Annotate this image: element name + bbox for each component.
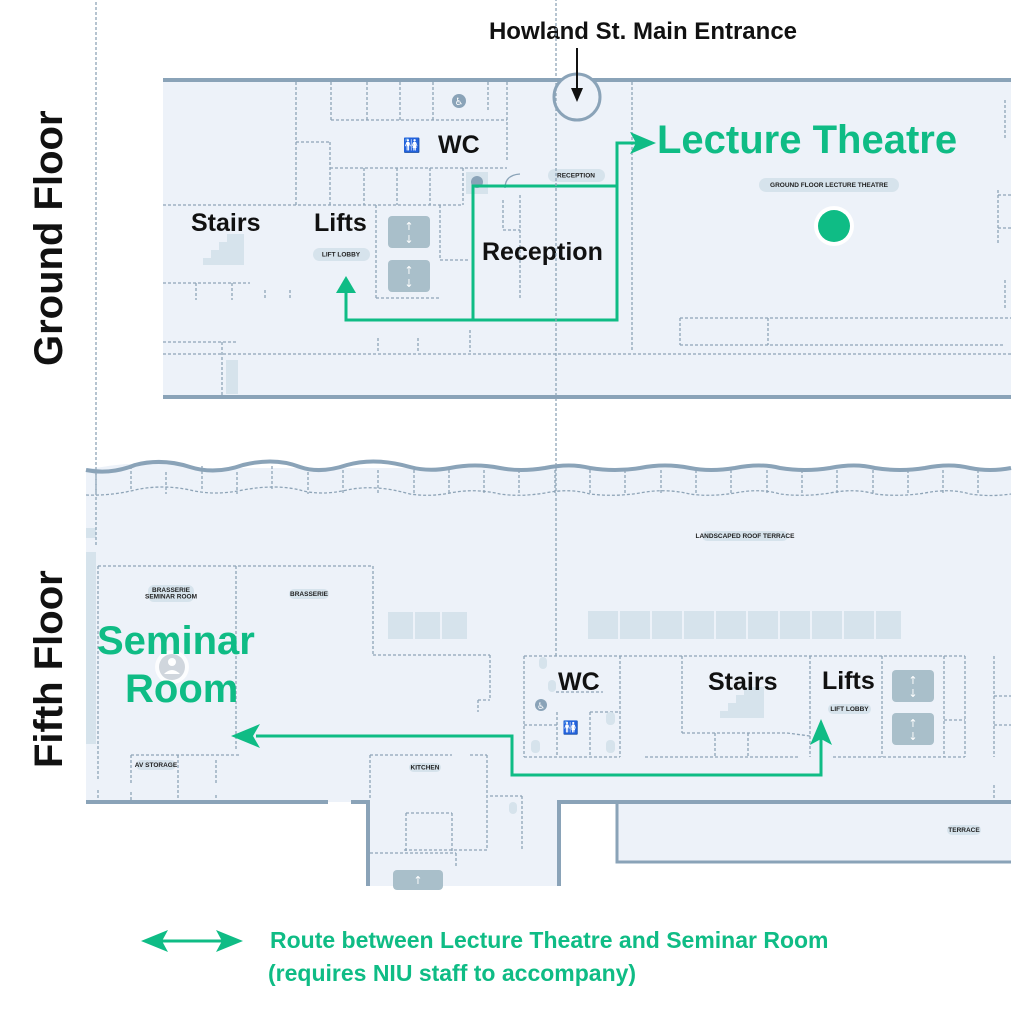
lift-lobby-label: LIFT LOBBY: [322, 252, 361, 259]
lecture-theatre-pill: GROUND FLOOR LECTURE THEATRE: [759, 178, 899, 192]
roof-terrace-dividers: [95, 466, 979, 494]
reception-label: Reception: [482, 238, 603, 266]
lecture-theatre-pill-label: GROUND FLOOR LECTURE THEATRE: [770, 182, 889, 189]
ground-floor-title: Ground Floor: [27, 110, 71, 366]
double-arrow-icon: [141, 930, 243, 952]
legend-route-note: (requires NIU staff to accompany): [268, 960, 636, 986]
ground-floor-route: [336, 132, 656, 322]
person-icon: [155, 650, 189, 684]
svg-text:↓: ↓: [404, 277, 413, 290]
fifth-wc-label: WC: [558, 668, 600, 696]
ground-floor-column: [226, 360, 238, 394]
av-storage-pill: AV STORAGE: [135, 760, 178, 770]
svg-text:↑: ↑: [413, 874, 422, 887]
ground-floor-interior-walls: [163, 82, 1011, 397]
terrace-pill: TERRACE: [947, 825, 981, 835]
roof-terrace-edge: [85, 486, 1012, 497]
brasserie-label: BRASSERIE: [290, 591, 329, 598]
svg-text:🚻: 🚻: [563, 720, 579, 736]
svg-text:↑: ↑: [404, 220, 413, 233]
toilet-fixtures: [509, 657, 615, 814]
route-arrow-seminar-room: [231, 724, 260, 748]
fifth-floor-south-wall-stair: [351, 800, 370, 886]
wheelchair-icon: ♿: [535, 699, 547, 712]
lift-lobby-pill: LIFT LOBBY: [828, 704, 871, 714]
legend-route-description: Route between Lecture Theatre and Semina…: [270, 927, 829, 953]
svg-text:♿: ♿: [537, 702, 545, 712]
stairs-label: Stairs: [191, 209, 260, 237]
wheelchair-icon: ♿: [452, 94, 466, 108]
svg-text:↑: ↑: [908, 717, 917, 730]
roof-terrace-pill: LANDSCAPED ROOF TERRACE: [696, 531, 796, 541]
fifth-floor-interior-walls: [95, 0, 1011, 868]
accessible-toilet-icon: [466, 172, 488, 194]
toilet-icon: 🚻: [563, 720, 579, 736]
ground-floor-plan: ♿ 🚻 ↑ ↓ ↑ ↓ LIFT LOBBY: [163, 72, 1011, 399]
stairs-icon: [720, 687, 764, 718]
svg-text:↓: ↓: [404, 233, 413, 246]
svg-text:↑: ↑: [908, 674, 917, 687]
svg-text:🚻: 🚻: [403, 137, 420, 154]
lift-icon: ↑ ↓ ↑ ↓ ↑: [393, 670, 934, 890]
fifth-floor-route: [231, 719, 832, 777]
terrace-wall: [615, 802, 1011, 864]
brasserie-seminar-label-2: SEMINAR ROOM: [145, 594, 197, 601]
stairs-icon: [203, 234, 244, 265]
entrance-arrow-icon: [571, 48, 583, 102]
kitchen-label: KITCHEN: [411, 765, 440, 772]
svg-text:↓: ↓: [908, 730, 917, 743]
lecture-theatre-label: Lecture Theatre: [657, 118, 957, 162]
terrace-label: TERRACE: [948, 827, 980, 834]
fifth-stairs-label: Stairs: [708, 668, 777, 696]
fifth-floor-south-wall-east: [557, 800, 1011, 886]
lifts-label: Lifts: [314, 209, 367, 237]
av-storage-label: AV STORAGE: [135, 762, 178, 769]
seminar-room-label-line1: Seminar: [97, 619, 255, 663]
route-arrow-lifts: [336, 276, 356, 293]
fifth-floor-plan: ♿ 🚻 ↑ ↓ ↑ ↓ ↑ LANDSC: [85, 0, 1012, 890]
kitchen-pill: KITCHEN: [409, 763, 441, 772]
fifth-lift-lobby-label: LIFT LOBBY: [830, 706, 869, 713]
reception-pill-label: RECEPTION: [557, 173, 595, 180]
svg-text:↓: ↓: [908, 687, 917, 700]
fifth-lifts-label: Lifts: [822, 667, 875, 695]
fifth-floor-title: Fifth Floor: [27, 570, 71, 768]
reception-pill: RECEPTION: [548, 169, 605, 182]
entrance-label: Howland St. Main Entrance: [489, 18, 797, 45]
svg-text:↑: ↑: [404, 264, 413, 277]
brasserie-seminar-pill: BRASSERIE SEMINAR ROOM: [145, 585, 197, 602]
route-arrow-fifth-lifts: [810, 719, 832, 745]
toilet-icon: 🚻: [403, 137, 420, 154]
lift-icon: ↑ ↓ ↑ ↓: [388, 216, 430, 292]
ground-floor-area: [163, 80, 1011, 398]
brasserie-pill: BRASSERIE: [289, 589, 329, 599]
fifth-floor-north-wall: [85, 459, 1012, 474]
brasserie-seminar-label-1: BRASSERIE: [152, 587, 191, 594]
wc-label: WC: [438, 131, 480, 159]
west-wall-tiles: [86, 528, 96, 744]
route-arrow-lecture-theatre: [630, 132, 656, 154]
destination-marker-icon[interactable]: [814, 206, 854, 246]
roof-terrace-label: LANDSCAPED ROOF TERRACE: [696, 533, 796, 540]
seminar-room-label-line2: Room: [125, 667, 238, 711]
lift-lobby-pill: LIFT LOBBY: [313, 248, 370, 261]
legend: Route between Lecture Theatre and Semina…: [141, 927, 829, 986]
svg-text:♿: ♿: [455, 97, 464, 108]
fifth-floor-seating-tiles: [388, 611, 901, 639]
